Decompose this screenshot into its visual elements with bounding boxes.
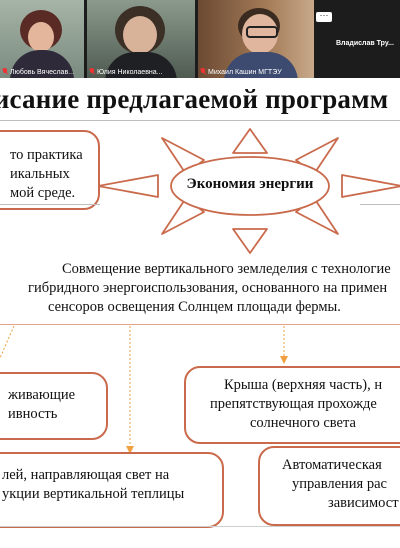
box-right-middle-line-2: препятствующая прохожде (210, 396, 377, 412)
middle-line-3: сенсоров освещения Солнцем площади фермы… (48, 299, 341, 315)
slide-title: писание предлагаемой программ (0, 84, 389, 114)
box-left-bottom-line-2: укции вертикальной теплицы (2, 486, 185, 502)
middle-description: Совмещение вертикального земледелия с те… (0, 260, 400, 317)
arrow-head-mid-icon (126, 446, 134, 454)
box-right-bottom-line-1: Автоматическая (282, 457, 382, 473)
arrow-line-left (0, 325, 15, 359)
mic-muted-icon (200, 68, 206, 75)
mid-underline (0, 324, 400, 325)
box-right-middle-line-1: Крыша (верхняя часть), н (224, 377, 383, 393)
participant-video-3 (198, 0, 314, 78)
box-left-middle-line-2: ивность (8, 406, 58, 422)
sun-ray-icon (232, 228, 268, 254)
sun-diagram (100, 128, 400, 254)
arrow-head-right-icon (280, 356, 288, 364)
participant-video-2 (87, 0, 195, 78)
mic-muted-icon (2, 68, 8, 75)
participant-name-4[interactable]: Владислав Тру... (336, 40, 394, 47)
section-divider-right (360, 204, 400, 205)
participant-video-1 (0, 0, 84, 78)
participant-tile-1[interactable]: Любовь Вячеслав... (0, 0, 84, 78)
box-right-bottom: Автоматическая управления рас зависимост (258, 446, 400, 526)
box-left-middle: живающие ивность (0, 372, 108, 440)
box-left-top-line-1: то практика (10, 147, 83, 163)
mic-muted-icon (89, 68, 95, 75)
participant-tile-2[interactable]: Юлия Николаевна... (87, 0, 195, 78)
box-left-bottom: лей, направляющая свет на укции вертикал… (0, 452, 224, 528)
participant-tile-3[interactable]: Михаил Кашин МГТЭУ (198, 0, 314, 78)
middle-line-1: Совмещение вертикального земледелия с те… (62, 261, 391, 277)
participant-name-2: Юлия Николаевна... (87, 68, 195, 76)
box-left-top: то практика икальных мой среде. (0, 130, 100, 210)
box-left-bottom-line-1: лей, направляющая свет на (2, 467, 170, 483)
participant-name-3: Михаил Кашин МГТЭУ (198, 68, 314, 76)
section-divider (0, 204, 100, 205)
box-right-bottom-line-2: управления рас (292, 476, 387, 492)
box-right-middle-line-3: солнечного света (250, 415, 356, 431)
sun-ray-icon (100, 174, 159, 198)
box-left-top-line-3: мой среде. (10, 185, 76, 201)
arrows (0, 325, 288, 454)
sun-core (170, 156, 330, 216)
sun-ray-icon (341, 174, 400, 198)
bottom-divider (0, 526, 400, 527)
participant-name-1: Любовь Вячеслав... (0, 68, 84, 76)
sun-ray-icon (232, 128, 268, 154)
box-left-top-line-2: икальных (10, 166, 70, 182)
box-right-middle: Крыша (верхняя часть), н препятствующая … (184, 366, 400, 444)
box-right-bottom-line-3: зависимост (328, 495, 399, 511)
title-divider (0, 120, 400, 121)
presentation-slide: писание предлагаемой программ то практик… (0, 78, 400, 548)
box-left-middle-line-1: живающие (8, 387, 76, 403)
more-options-button[interactable]: ··· (316, 11, 332, 22)
middle-line-2: гибридного энергоиспользования, основанн… (28, 280, 388, 296)
sun-label: Экономия энергии (186, 176, 314, 192)
